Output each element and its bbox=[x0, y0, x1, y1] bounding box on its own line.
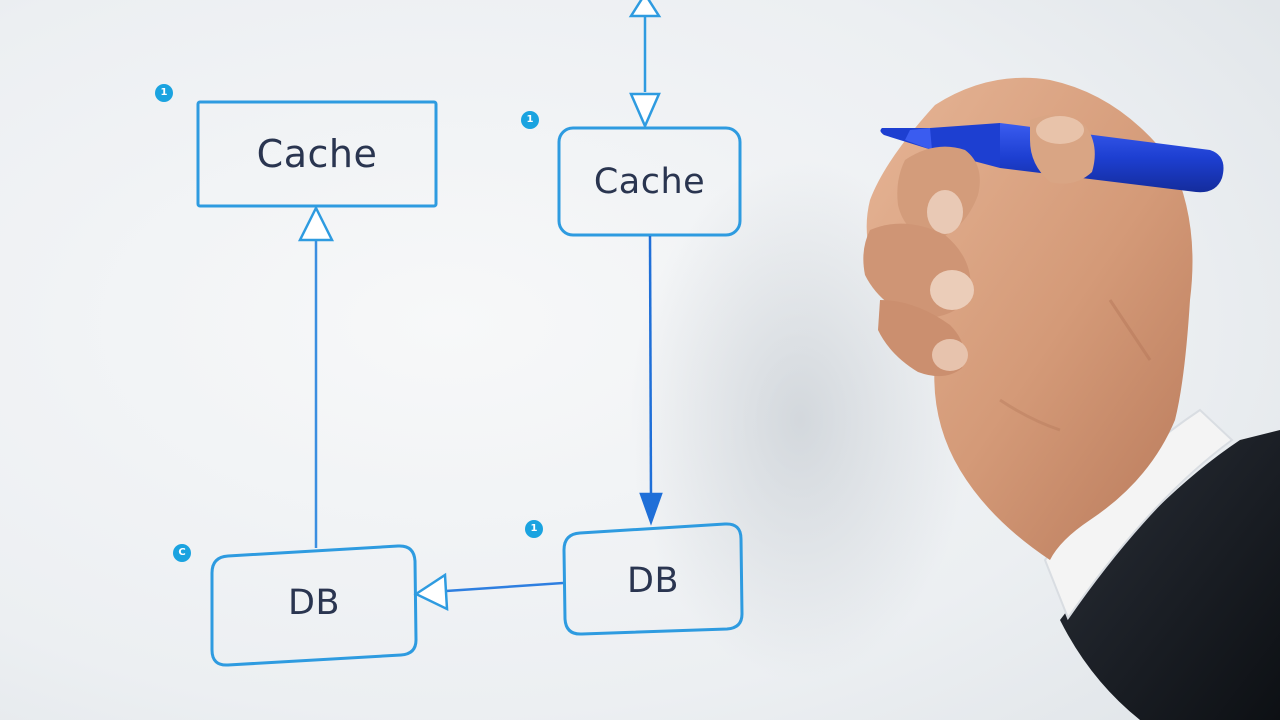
suit-sleeve bbox=[1060, 430, 1280, 720]
connector-top-to-cache-right bbox=[628, 0, 662, 130]
node-label-db-left: DB bbox=[288, 583, 340, 623]
db-box-left bbox=[210, 544, 418, 667]
node-marker-db-right: 1 bbox=[525, 520, 543, 538]
cache-box-right bbox=[557, 126, 742, 237]
node-marker-cache-right: 1 bbox=[521, 111, 539, 129]
db-box-right bbox=[562, 522, 744, 636]
node-label-cache-left: Cache bbox=[256, 132, 378, 176]
node-marker-cache-left: 1 bbox=[155, 84, 173, 102]
node-label-db-right: DB bbox=[627, 561, 679, 601]
connector-db-right-to-db-left bbox=[413, 572, 564, 612]
node-marker-db-left: C bbox=[173, 544, 191, 562]
connector-cache-to-db-right bbox=[639, 235, 663, 526]
node-label-cache-right: Cache bbox=[593, 162, 706, 202]
connector-db-to-cache-left bbox=[297, 205, 335, 548]
cache-box-left bbox=[196, 100, 438, 208]
